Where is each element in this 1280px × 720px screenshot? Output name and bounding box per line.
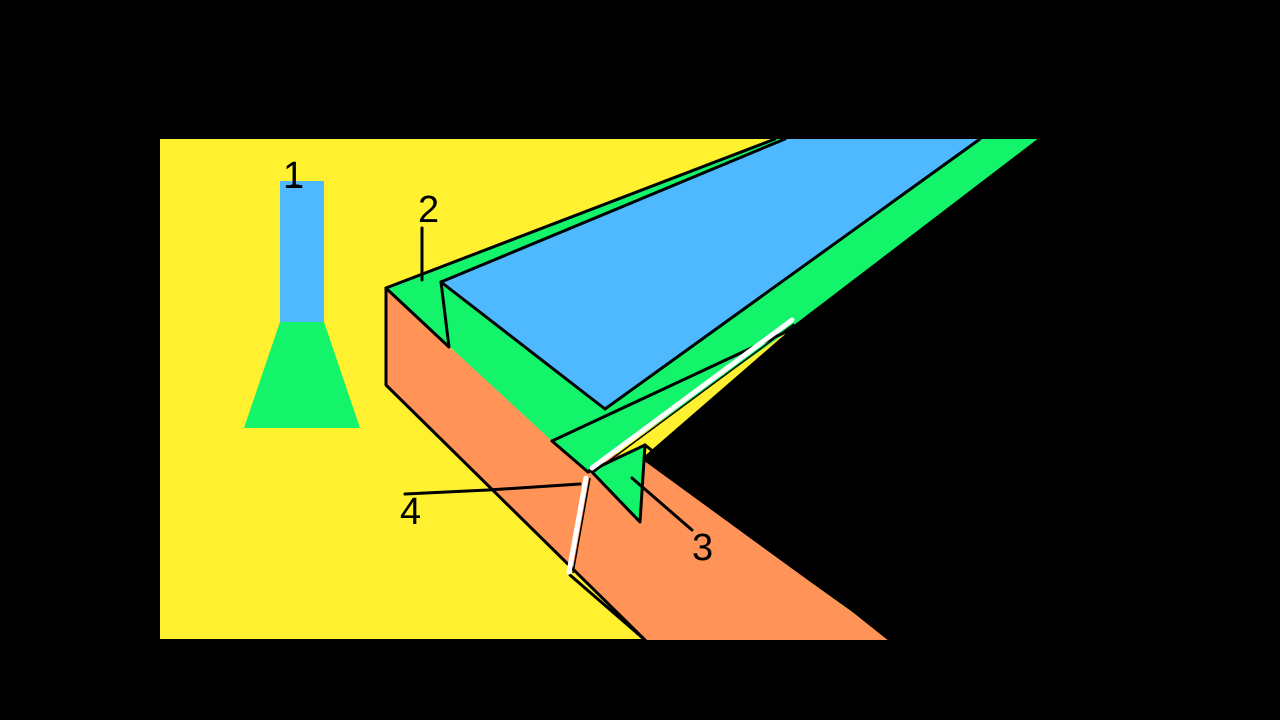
label-two: 2 (418, 189, 439, 231)
rod-vertical (566, 475, 589, 575)
outline-notch-left (386, 280, 451, 349)
outline-notch-right (588, 443, 647, 524)
rod-horizontal (589, 317, 795, 471)
leader-line-4 (403, 482, 582, 496)
flask-base (244, 322, 360, 428)
label-three: 3 (692, 527, 713, 569)
label-one: 1 (283, 155, 304, 197)
outline-edge-right-face (643, 443, 892, 642)
label-four: 4 (400, 491, 421, 533)
outline-edge-inner (439, 137, 787, 284)
outline-edge-rim-front (550, 439, 647, 474)
outline-bottom-diag (568, 573, 647, 642)
flask-neck (280, 181, 324, 327)
outline-edge-blue-front (439, 280, 607, 411)
leader-line-3 (630, 476, 694, 532)
outline-edge-blue-right (603, 137, 982, 411)
outline-edge-left (384, 286, 647, 642)
outline-edge-rim-right (550, 137, 1042, 443)
leader-lines (290, 184, 694, 532)
slab-outlines (384, 137, 1042, 642)
slab-blue-top (441, 139, 980, 409)
rod-vertical-shadow (572, 477, 591, 574)
corner-void (640, 139, 1280, 639)
outline-edge-top-back (384, 137, 777, 290)
rod-horizontal-shadow (593, 323, 795, 473)
